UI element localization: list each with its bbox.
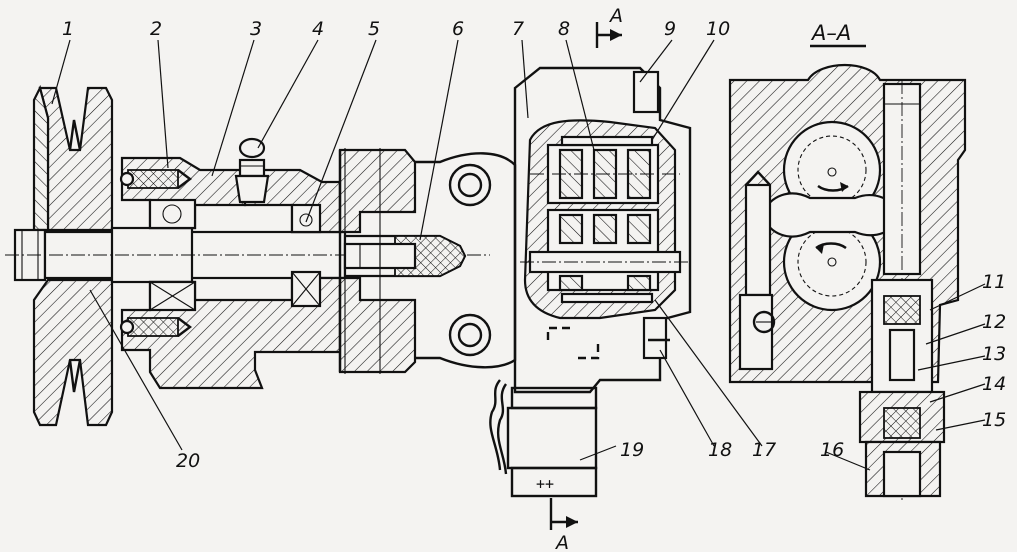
label-10: 10 (706, 18, 730, 40)
pulley (32, 84, 114, 427)
label-7: 7 (512, 18, 524, 40)
coupling-housing (338, 148, 467, 374)
label-9: 9 (664, 18, 676, 40)
label-13: 13 (982, 343, 1006, 365)
label-5: 5 (368, 18, 380, 40)
label-18: 18 (708, 439, 732, 461)
label-20: 20 (176, 450, 200, 472)
bearing-housing (119, 137, 342, 390)
gear-pump-body (513, 22, 692, 530)
label-1: 1 (62, 18, 74, 40)
section-title: A–A (810, 21, 851, 45)
label-2: 2 (150, 18, 162, 40)
label-14: 14 (982, 373, 1006, 395)
label-11: 11 (982, 271, 1006, 293)
section-mark-bottom: A (554, 532, 569, 552)
label-15: 15 (982, 409, 1006, 431)
label-8: 8 (558, 18, 570, 40)
label-6: 6 (452, 18, 464, 40)
section-mark-top: A (608, 5, 623, 27)
part-number-labels: 1 2 3 4 5 6 7 8 9 10 11 12 13 14 15 16 1… (62, 18, 1006, 472)
section-a-a-view (728, 63, 967, 500)
label-17: 17 (752, 439, 776, 461)
section-markers: A–A A A (554, 5, 866, 552)
label-12: 12 (982, 311, 1006, 333)
label-19: 19 (620, 439, 644, 461)
connector-marking: ++ (536, 475, 554, 493)
label-3: 3 (250, 18, 262, 40)
label-4: 4 (312, 18, 324, 40)
label-16: 16 (820, 439, 844, 461)
electrical-connector: ++ (489, 379, 598, 498)
leader-lines (51, 39, 986, 471)
